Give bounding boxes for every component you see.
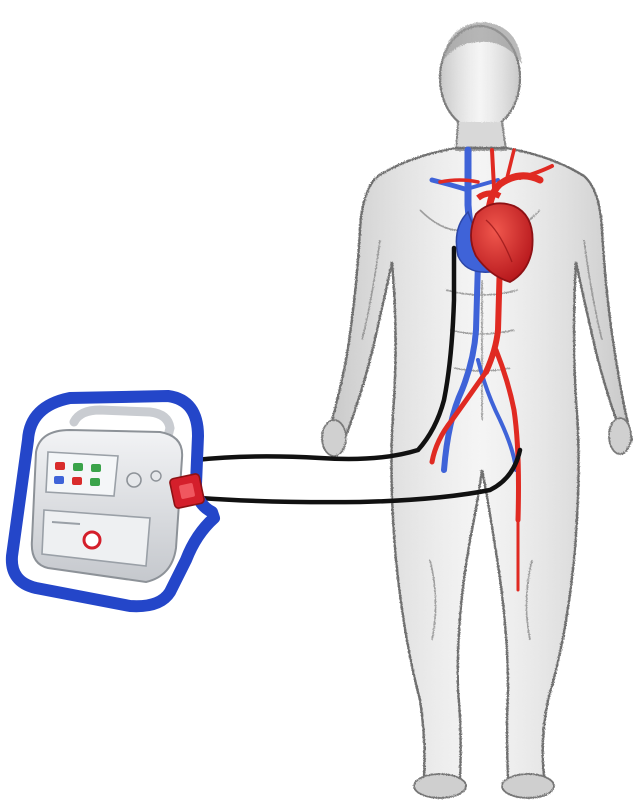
control-knob-icon: [151, 471, 161, 481]
alarm-status-icon: [90, 478, 100, 486]
figure-left-foot: [414, 774, 466, 798]
ecmo-device: [12, 396, 214, 606]
figure-right-hand: [609, 418, 631, 454]
human-figure: [322, 22, 632, 798]
blood-pump-icon: [84, 532, 100, 548]
heart-status-icon: [55, 462, 65, 470]
flow-status-icon: [72, 477, 82, 485]
battery-status-icon: [91, 464, 101, 472]
control-knob-icon: [127, 473, 141, 487]
figure-left-hand: [322, 420, 346, 456]
figure-neck: [456, 122, 506, 150]
figure-right-foot: [502, 774, 554, 798]
power-status-icon: [73, 463, 83, 471]
pressure-status-icon: [54, 476, 64, 484]
device-screen: [46, 452, 118, 496]
